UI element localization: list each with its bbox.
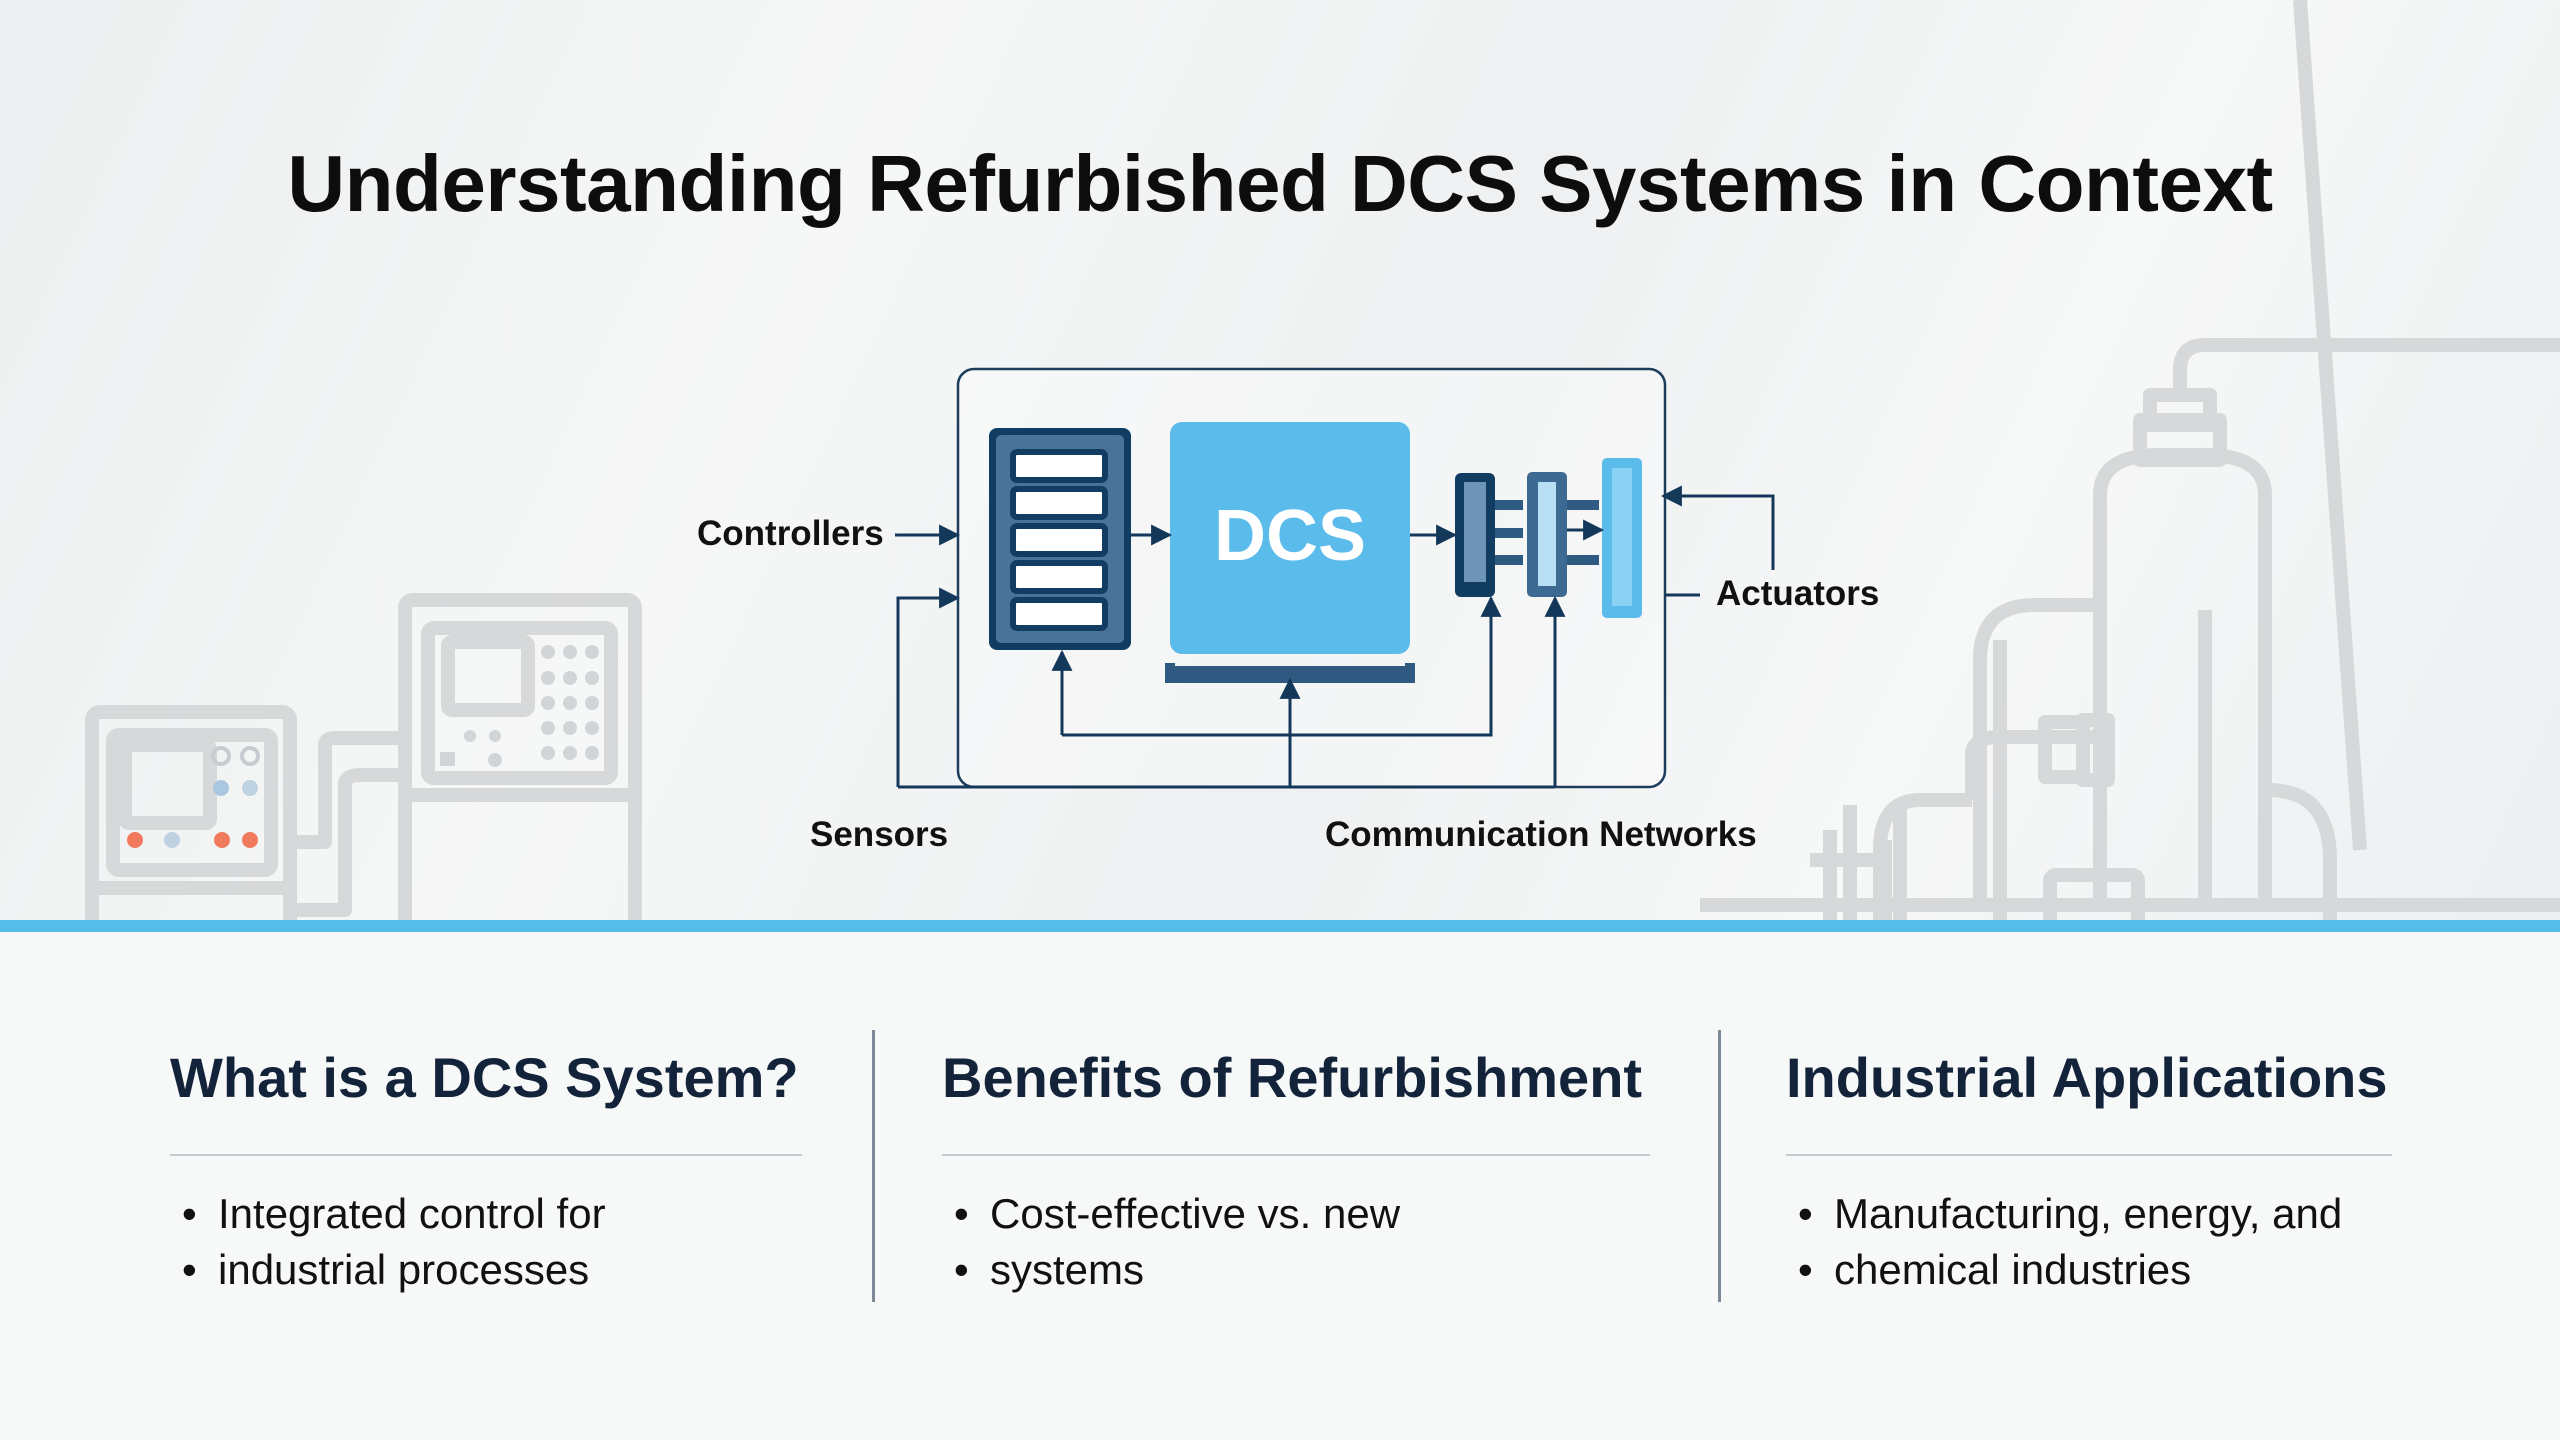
bullet-icon: • (1798, 1190, 1813, 1237)
section-rule (170, 1154, 802, 1156)
bullet-item: • Manufacturing, energy, and (1786, 1186, 2392, 1242)
dcs-label: DCS (1214, 496, 1366, 576)
column-separator (872, 1030, 875, 1302)
section-divider (0, 920, 2560, 932)
bullet-item: • chemical industries (1786, 1242, 2392, 1298)
panel-buttons-icon (440, 645, 599, 767)
bullet-item: • systems (942, 1242, 1650, 1298)
bullet-item: • Integrated control for (170, 1186, 802, 1242)
background-illustration (85, 0, 2560, 922)
networks-label: Communication Networks (1325, 815, 1757, 854)
section-applications: Industrial Applications • Manufacturing, … (1786, 1045, 2392, 1298)
bullet-text: industrial processes (218, 1246, 590, 1293)
sensors-label: Sensors (810, 815, 949, 854)
bullet-icon: • (954, 1246, 969, 1293)
controllers-label: Controllers (697, 514, 884, 553)
bullet-list: • Cost-effective vs. new • systems (942, 1186, 1650, 1298)
sensors-feedback-arrow (896, 587, 961, 787)
section-heading: Industrial Applications (1786, 1046, 2388, 1109)
io-module-icon (1455, 458, 1642, 618)
controller-rack-icon (989, 428, 1131, 650)
panel-indicator-lights-icon (127, 746, 260, 848)
control-panel-left-icon (85, 705, 297, 922)
bullet-icon: • (182, 1246, 197, 1293)
bullet-item: • industrial processes (170, 1242, 802, 1298)
industrial-tank-icon (2093, 338, 2560, 900)
network-to-io1-arrow (1062, 595, 1502, 737)
section-rule (942, 1154, 1650, 1156)
section-rule (1786, 1154, 2392, 1156)
process-pipework-icon (1700, 0, 2560, 922)
bullet-text: Cost-effective vs. new (990, 1190, 1401, 1237)
bullet-text: Integrated control for (218, 1190, 606, 1237)
bullet-icon: • (954, 1190, 969, 1237)
control-panel-right-icon (398, 593, 642, 922)
dcs-architecture-diagram: DCS (895, 367, 1775, 789)
bullet-text: systems (990, 1246, 1145, 1293)
bullet-item: • Cost-effective vs. new (942, 1186, 1650, 1242)
bullet-text: chemical industries (1834, 1246, 2192, 1293)
page-title: Understanding Refurbished DCS Systems in… (287, 139, 2273, 228)
connecting-pipes-icon (290, 731, 405, 849)
section-what-is-dcs: What is a DCS System? • Integrated contro… (170, 1045, 802, 1298)
actuators-label: Actuators (1716, 574, 1880, 613)
section-benefits: Benefits of Refurbishment • Cost-effectiv… (942, 1045, 1650, 1298)
bullet-icon: • (1798, 1246, 1813, 1293)
column-separator (1718, 1030, 1721, 1302)
bullet-list: • Manufacturing, energy, and • chemical in… (1786, 1186, 2392, 1298)
section-heading: Benefits of Refurbishment (942, 1046, 1643, 1109)
bullet-icon: • (182, 1190, 197, 1237)
info-panel-background (0, 932, 2560, 1440)
bullet-text: Manufacturing, energy, and (1834, 1190, 2343, 1237)
bullet-list: • Integrated control for • industrial proc… (170, 1186, 802, 1298)
actuators-feedback-arrow (1660, 485, 1775, 570)
section-heading: What is a DCS System? (170, 1046, 799, 1109)
